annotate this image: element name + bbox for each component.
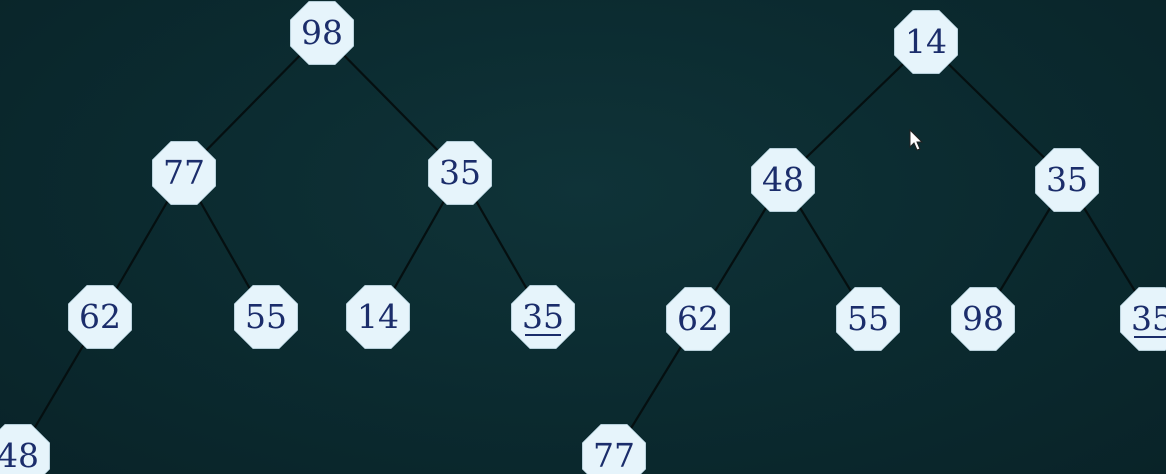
- node-octagon: [894, 10, 958, 74]
- node-label: 35: [1131, 299, 1166, 338]
- left-tree-node-L6: 14: [346, 285, 410, 349]
- node-label: 35: [522, 297, 564, 336]
- right-tree-node-R1: 14: [894, 10, 958, 74]
- mouse-pointer-icon: [909, 128, 924, 151]
- right-tree-edge-R1-R2: [782, 41, 927, 181]
- node-octagon: [1035, 148, 1099, 212]
- left-tree-edge-L1-L2: [183, 32, 323, 174]
- node-label: 14: [357, 297, 399, 336]
- node-octagon: [68, 285, 132, 349]
- right-tree-node-R5: 55: [836, 287, 900, 351]
- right-tree-node-R6: 98: [951, 287, 1015, 351]
- right-tree-node-R2: 48: [751, 148, 815, 212]
- left-tree-edge-L1-L3: [321, 32, 461, 174]
- node-label: 98: [301, 13, 343, 52]
- node-label: 55: [245, 297, 287, 336]
- node-octagon: [666, 287, 730, 351]
- node-label: 35: [439, 153, 481, 192]
- node-octagon: [836, 287, 900, 351]
- right-tree-node-R3: 35: [1035, 148, 1099, 212]
- left-tree-node-L7: 35: [511, 285, 575, 349]
- node-octagon: [751, 148, 815, 212]
- right-tree-edge-R1-R3: [925, 41, 1068, 181]
- node-octagon: [582, 424, 646, 474]
- right-tree-node-R8: 77: [582, 424, 646, 474]
- right-tree-node-R7: 35: [1120, 287, 1166, 351]
- left-tree-node-L8: 48: [0, 424, 50, 474]
- node-label: 77: [163, 153, 205, 192]
- node-label: 98: [962, 299, 1004, 338]
- node-octagon: [0, 424, 50, 474]
- left-tree-node-L5: 55: [234, 285, 298, 349]
- node-label: 48: [762, 160, 804, 199]
- node-label: 62: [79, 297, 121, 336]
- right-tree-node-R4: 62: [666, 287, 730, 351]
- node-label: 77: [593, 436, 635, 474]
- left-tree-node-L2: 77: [152, 141, 216, 205]
- node-octagon: [1120, 287, 1166, 351]
- node-label: 55: [847, 299, 889, 338]
- node-label: 35: [1046, 160, 1088, 199]
- left-tree-node-L3: 35: [428, 141, 492, 205]
- node-octagon: [234, 285, 298, 349]
- node-octagon: [951, 287, 1015, 351]
- left-tree-node-L4: 62: [68, 285, 132, 349]
- node-octagon: [428, 141, 492, 205]
- node-label: 14: [905, 22, 947, 61]
- node-octagon: [290, 1, 354, 65]
- left-tree-node-L1: 98: [290, 1, 354, 65]
- node-octagon: [511, 285, 575, 349]
- edges-layer: [17, 32, 1153, 457]
- node-octagon: [152, 141, 216, 205]
- node-octagon: [346, 285, 410, 349]
- node-label: 62: [677, 299, 719, 338]
- node-label: 48: [0, 436, 39, 474]
